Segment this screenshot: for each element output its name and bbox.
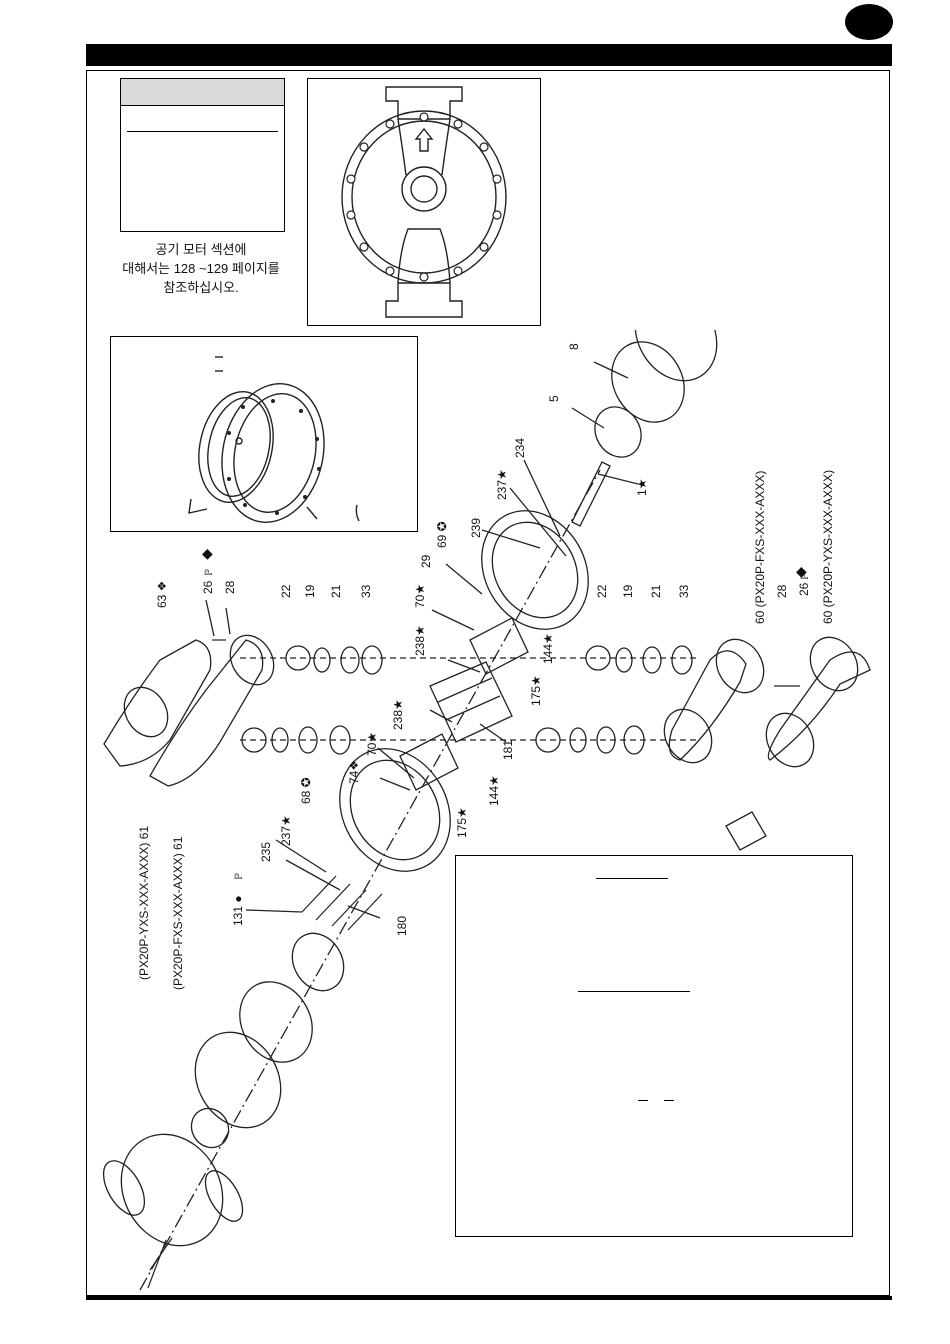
label-part-70-bottom: 70★ [365,732,379,756]
kit-dash-1 [638,1100,648,1101]
plate-left-outer [190,1107,230,1149]
label-part-238-top: 238★ [413,625,427,656]
label-part-237-top: 237★ [495,469,509,500]
label-part-234: 234 [513,438,527,458]
label-part-180: 180 [395,916,409,936]
note-line-1: 공기 모터 섹션에 [155,242,247,257]
label-part-181: 181 [501,740,515,760]
part-labels: 27 28 15 6 7 8 5 1★ 234 237★ 239 69 ✪ 29… [137,343,835,990]
label-model-60-y: 60 (PX20P-YXS-XXX-AXXX) [821,470,835,624]
label-part-28-right: 28 [775,584,789,598]
grease-icon: ℙ [234,873,245,880]
kit-dash-2 [664,1100,674,1101]
label-part-22-left: 22 [279,584,293,598]
label-part-33-left: 33 [359,584,373,598]
label-part-144-bottom: 144★ [487,775,501,806]
exploded-view-diagram: 27 28 15 6 7 8 5 1★ 234 237★ 239 69 ✪ 29… [102,330,871,1291]
air-chamber-left [339,748,451,872]
diaphragm-left-1 [239,981,313,1063]
label-model-60-f: 60 (PX20P-FXS-XXX-AXXX) [753,471,767,624]
diaphragm-8 [611,341,685,423]
label-part-22-right: 22 [595,584,609,598]
label-part-1: 1★ [635,479,649,496]
air-motor-reference-note: 공기 모터 섹션에 대해서는 128 ~129 페이지를 참조하십시오. [96,240,306,297]
label-part-19-left: 19 [303,584,317,598]
kit-heading-rule [596,878,668,879]
diaphragm-drawing [188,356,360,523]
center-block [429,661,513,743]
legend-header [121,79,284,106]
legend-box [120,78,285,232]
diagram-frame [86,70,890,1296]
label-part-33-right: 33 [677,584,691,598]
label-part-5: 5 [547,395,561,402]
label-part-144-top: 144★ [541,633,555,664]
label-part-68: 68 ✪ [299,777,313,804]
bottom-rule [86,1296,892,1300]
label-part-29: 29 [419,554,433,568]
manifold-61-bottom [149,639,264,787]
label-part-69: 69 ✪ [435,521,449,548]
legend-rule [127,131,278,132]
title-bar [86,44,892,66]
shaft-1 [571,461,611,527]
label-part-238-bottom: 238★ [391,699,405,730]
label-part-28-left: 28 [223,580,237,594]
diaphragm-left-2 [194,1031,282,1129]
label-part-131: 131 ● [231,895,245,926]
label-part-239: 239 [469,518,483,538]
plate-left [291,932,345,992]
label-part-8: 8 [567,343,581,350]
label-part-21-right: 21 [649,584,663,598]
plate-5 [594,406,642,458]
grease-icon: ℙ [204,569,215,576]
manifold-60-top [668,650,747,761]
label-part-26-left: 26 [201,580,215,594]
fluid-cap-drawing [341,86,507,318]
diaphragm-inset [110,336,418,532]
label-part-175-top: 175★ [529,675,543,706]
gasket-70-top [469,617,529,675]
label-part-70-top: 70★ [413,584,427,608]
page-number-badge [845,4,893,40]
note-line-2: 대해서는 128 ~129 페이지를 [122,261,280,276]
plug [725,811,767,851]
diamond-icon: ◆ [796,563,807,579]
fluid-cap-inset [307,78,541,326]
kit-subheading-rule [578,991,690,992]
label-part-237-bottom: 237★ [279,815,293,846]
label-model-61-f: (PX20P-FXS-XXX-AXXX) 61 [171,836,185,990]
fluid-cap-left [120,1133,224,1247]
service-kit-box [455,855,853,1237]
label-part-19-right: 19 [621,584,635,598]
gasket-70-bottom [399,733,459,791]
label-part-21-left: 21 [329,584,343,598]
note-line-3: 참조하십시오. [163,280,239,295]
label-model-61-y: (PX20P-YXS-XXX-AXXX) 61 [137,826,151,980]
label-part-175-bottom: 175★ [455,807,469,838]
manifold-60-bottom [767,651,871,761]
manifold-61-top [103,639,212,767]
diamond-icon: ◆ [202,545,213,561]
diaphragm-7 [634,330,718,382]
label-part-26-right: 26 [797,582,811,596]
label-part-74: 74❖ [347,760,361,784]
label-part-63: 63 ❖ [155,581,169,608]
air-chamber-right [481,510,589,630]
grease-icon: ℙ [800,573,811,580]
label-part-235: 235 [259,842,273,862]
